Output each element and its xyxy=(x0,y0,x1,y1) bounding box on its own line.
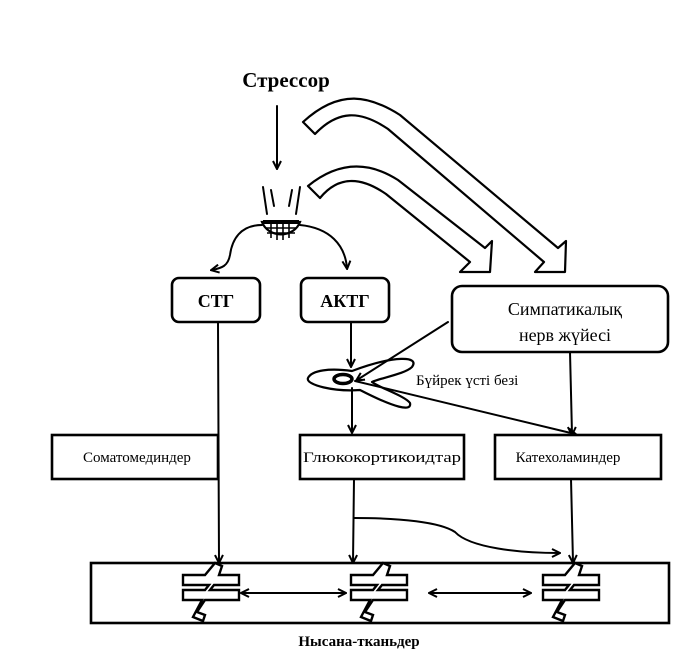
cell-receptor-icon xyxy=(181,561,241,623)
adrenal-label: Бүйрек үсті безі xyxy=(416,373,518,389)
stg-node: СТГ xyxy=(170,276,262,324)
adrenal-to-catecholamines-arrow xyxy=(354,380,575,434)
sympathetic-to-adrenal-arrow xyxy=(357,321,449,380)
somatomedins-label: Соматомединдер xyxy=(83,450,191,466)
stressor-title: Стрессор xyxy=(242,68,330,92)
adrenal-gland-icon xyxy=(306,357,415,409)
sympathetic-nervous-system-node: Симпатикалық нерв жүйесі xyxy=(450,284,670,354)
aktg-node: АКТГ xyxy=(299,276,391,324)
glucocorticoids-node: Глюкокортикоидтар xyxy=(298,433,466,481)
catecholamines-label: Катехоламиндер xyxy=(516,450,621,466)
stressor-to-sympathetic-hollow-arrow xyxy=(301,97,568,274)
stg-to-target-arrow xyxy=(218,321,219,562)
somatomedins-node: Соматомединдер xyxy=(50,433,220,481)
stg-label: СТГ xyxy=(198,291,234,311)
sympathetic-label-line2: нерв жүйесі xyxy=(519,325,611,345)
brain-to-aktg-arrow xyxy=(299,224,347,268)
catecholamines-node: Катехоламиндер xyxy=(493,433,663,481)
cell-receptor-icon xyxy=(541,561,601,623)
brain-to-stg-arrow xyxy=(212,224,263,270)
hypothalamus-pituitary-icon xyxy=(260,186,302,240)
catecholamines-to-target-arrow xyxy=(571,478,573,562)
sympathetic-label-line1: Симпатикалық xyxy=(508,299,622,319)
target-tissues-label: Нысана-тканьдер xyxy=(298,634,419,650)
sympathetic-to-catecholamines-arrow xyxy=(570,351,572,434)
glucocorticoids-to-target-arrow xyxy=(353,478,354,562)
glucocorticoids-label: Глюкокортикоидтар xyxy=(303,450,461,466)
cell-receptor-icon xyxy=(349,561,409,623)
aktg-label: АКТГ xyxy=(320,291,370,311)
glucocorticoids-to-catecholamine-target-arrow xyxy=(353,517,559,553)
brain-to-sympathetic-hollow-arrow xyxy=(306,165,494,274)
